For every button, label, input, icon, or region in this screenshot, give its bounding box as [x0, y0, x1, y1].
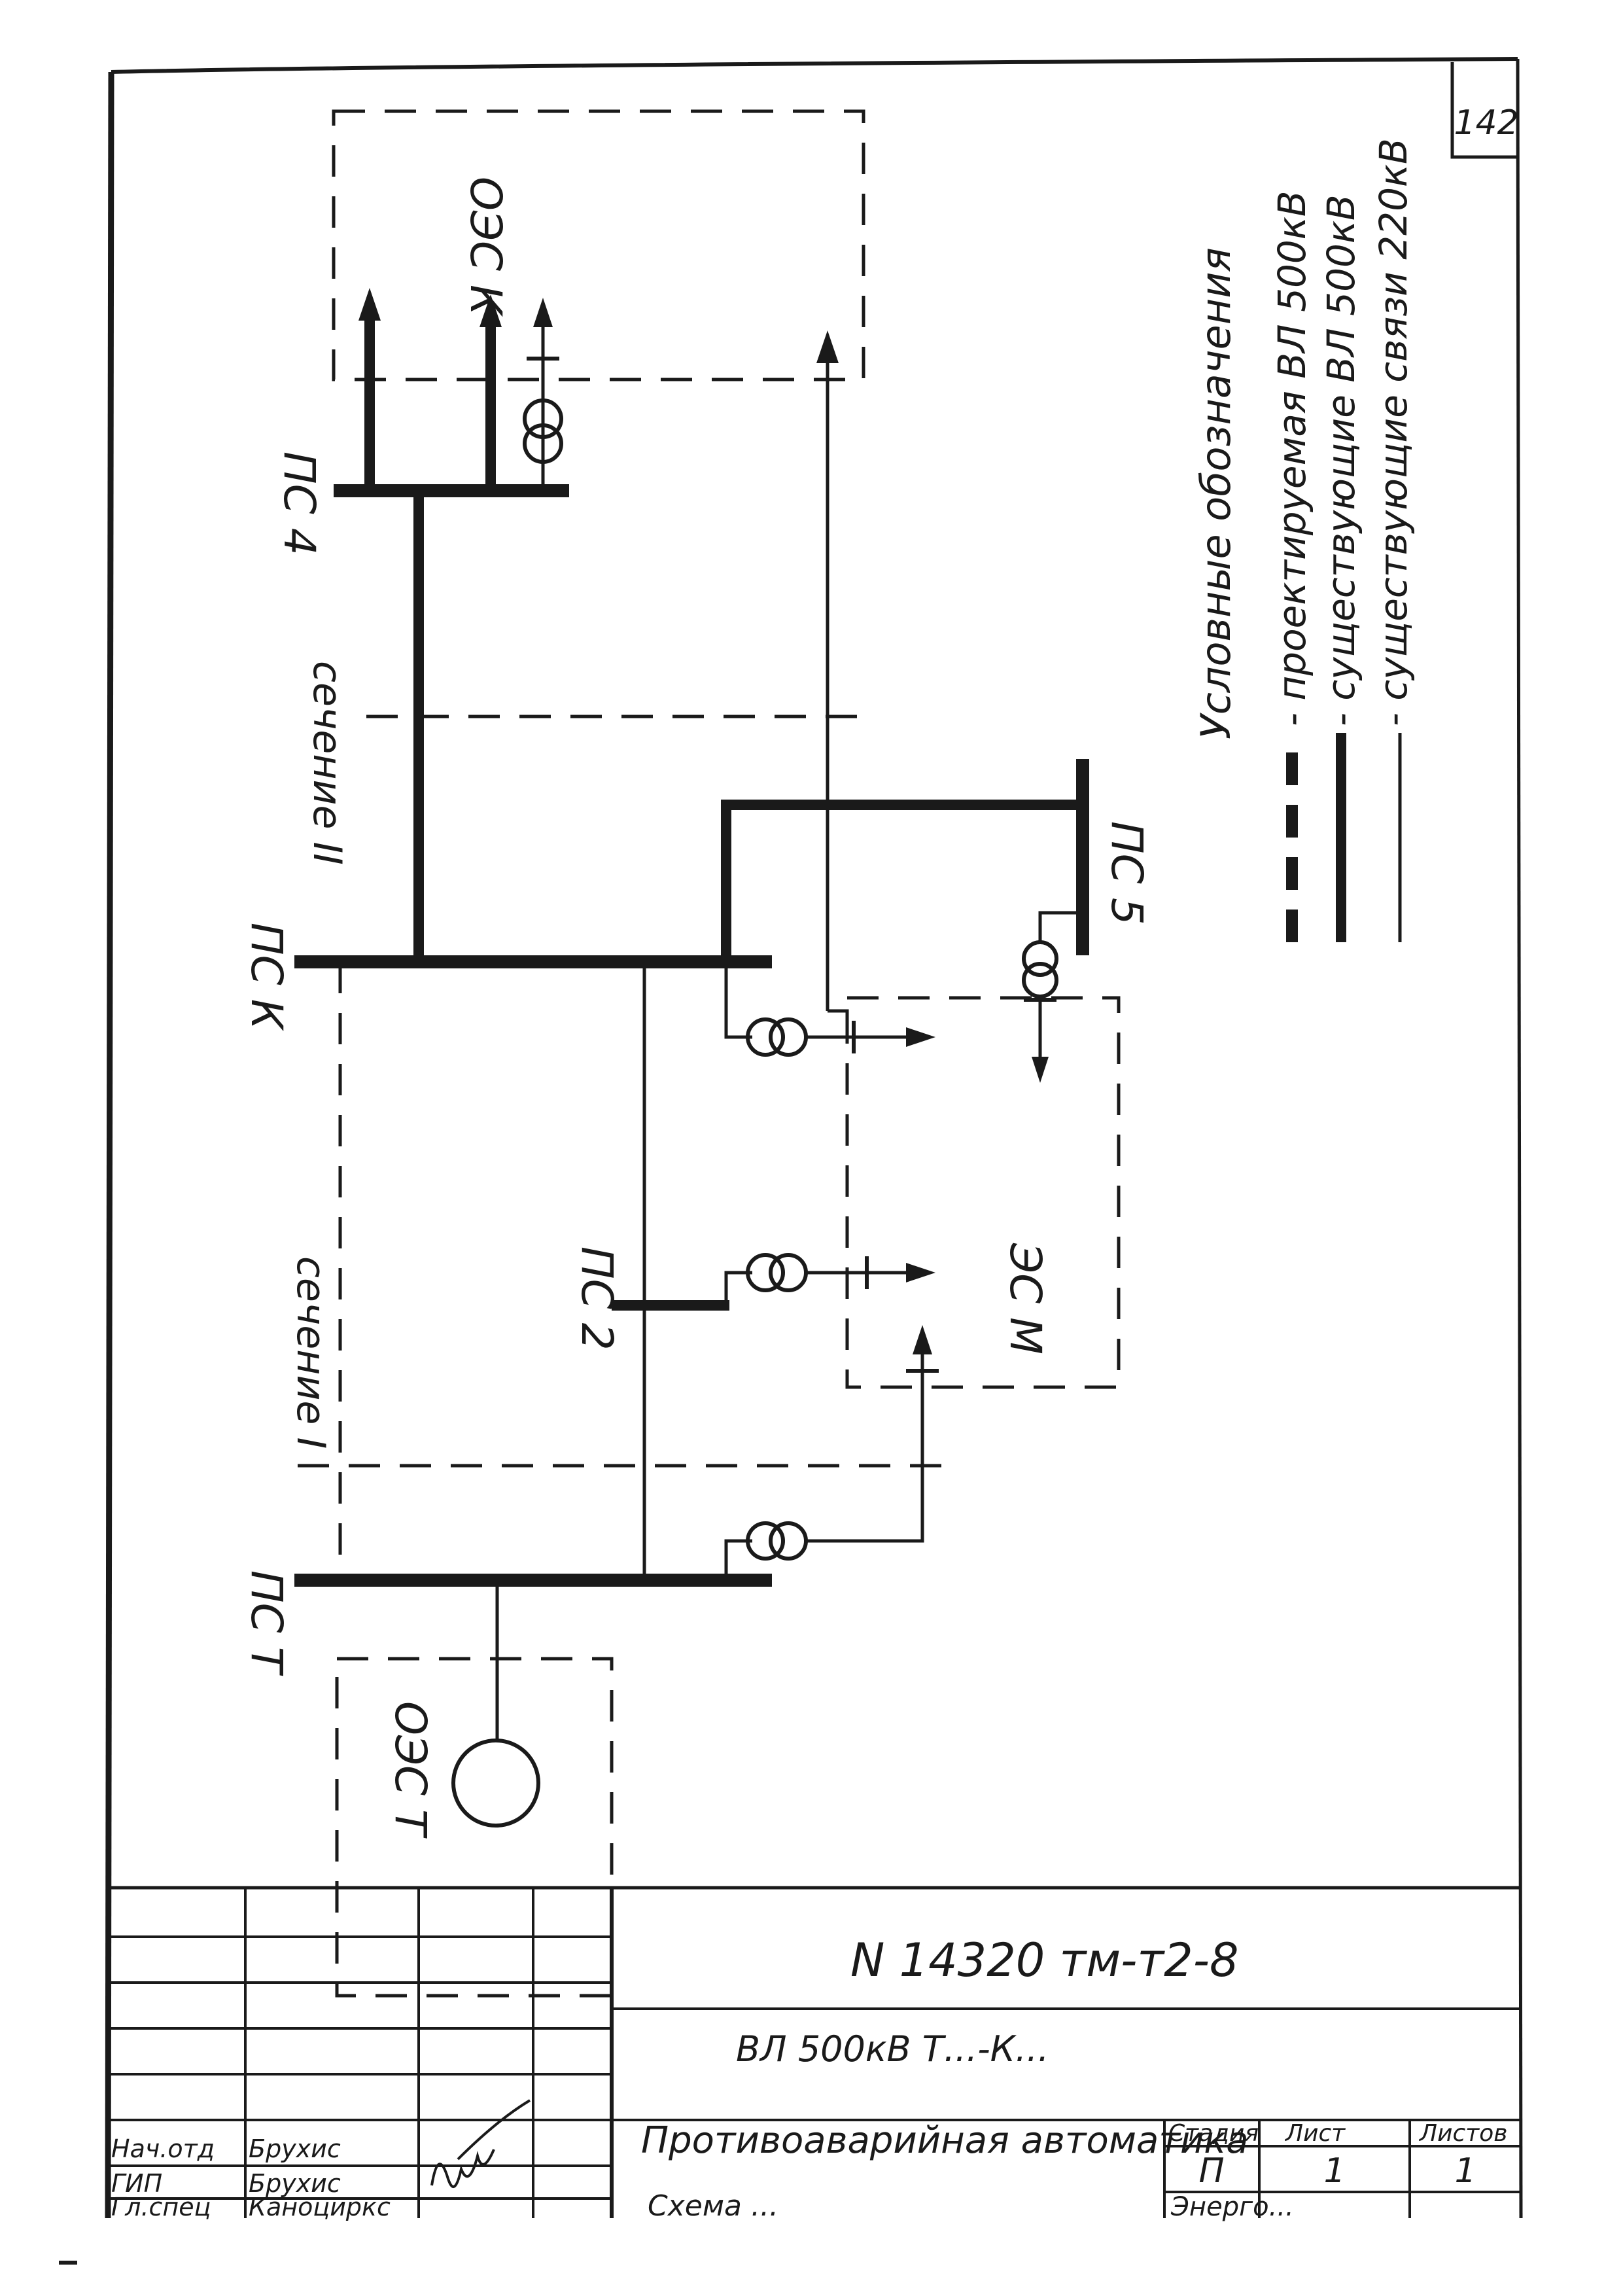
psk-label: ПС К: [241, 923, 292, 1032]
sheets-header: Листов: [1418, 2120, 1507, 2147]
pst-transformer-link: [724, 1325, 939, 1580]
work-subtitle: Схема ...: [648, 2189, 778, 2223]
oes-t-label: ОЭС Т: [385, 1701, 436, 1839]
ps5-transformer-icon: [1022, 940, 1058, 977]
section-1-label: сечение I: [288, 1256, 334, 1449]
legend-item-existing-500: - существующие ВЛ 500кВ: [1319, 194, 1363, 726]
es-m-label: ЭС М: [1000, 1243, 1051, 1354]
pst-label: ПС Т: [241, 1570, 292, 1676]
oes-k-label: ОЭС К: [461, 177, 511, 317]
frame-right: [1516, 58, 1523, 2219]
ps4-label: ПС 4: [274, 451, 324, 556]
stage-value: П: [1198, 2151, 1224, 2191]
sheet-number-box: 142: [1450, 62, 1519, 159]
ps4-feeders: [358, 288, 563, 491]
ps5-label: ПС 5: [1102, 821, 1152, 925]
generator-icon: [451, 1739, 540, 1828]
oes-k-box: [332, 109, 865, 381]
line-name: ВЛ 500кВ Т...-К...: [736, 2028, 1049, 2070]
company: Энерго...: [1170, 2192, 1294, 2222]
legend-item-projected: - проектируемая ВЛ 500кВ: [1270, 190, 1314, 726]
frame-left: [105, 71, 114, 2219]
legend-item-existing-220: - существующие связи 220кВ: [1371, 138, 1416, 726]
sheet-header: Лист: [1284, 2120, 1346, 2147]
ps2-label: ПС 2: [572, 1246, 622, 1351]
sheet-value: 1: [1323, 2151, 1345, 2191]
line-psk-ps5: [721, 800, 1086, 962]
ps2-transformer-icon: [746, 1253, 785, 1292]
stage-header: Стадия: [1168, 2120, 1259, 2147]
signer-role: Гл.спец: [111, 2193, 211, 2221]
title-block: N 14320 тм-т2-8 ВЛ 500кВ Т...-К... Стади…: [108, 1886, 1521, 2223]
work-title: Противоаварийная автоматика: [641, 2119, 1249, 2162]
signer-role: ГИП: [111, 2169, 162, 2198]
signer-name: Брухис: [249, 2134, 341, 2163]
signer-name: Каноциркс: [249, 2193, 391, 2221]
ps4-transformer-icon: [523, 398, 563, 439]
ps2-transformer-link: [724, 1253, 935, 1305]
frame-top: [111, 57, 1518, 74]
ps5-transformer-link: [1022, 911, 1083, 1083]
sheet-number: 142: [1454, 103, 1518, 143]
es-m-box: [845, 996, 1121, 1389]
signer-role: Нач.отд: [111, 2134, 215, 2163]
signer-name: Брухис: [249, 2169, 341, 2198]
legend-title: Условные обозначения: [1192, 247, 1240, 739]
psk-transformer-icon: [746, 1017, 785, 1057]
legend: Условные обозначения - проектируемая ВЛ …: [1192, 138, 1416, 942]
drawing-code: N 14320 тм-т2-8: [850, 1934, 1239, 1987]
section-2-label: сечение II: [304, 661, 350, 865]
oes-t-box: [335, 1657, 614, 1998]
pst-transformer-icon: [746, 1521, 785, 1561]
sheets-value: 1: [1454, 2151, 1476, 2191]
psk-transformer-link: [724, 962, 935, 1057]
signature-mark: [430, 2099, 531, 2188]
